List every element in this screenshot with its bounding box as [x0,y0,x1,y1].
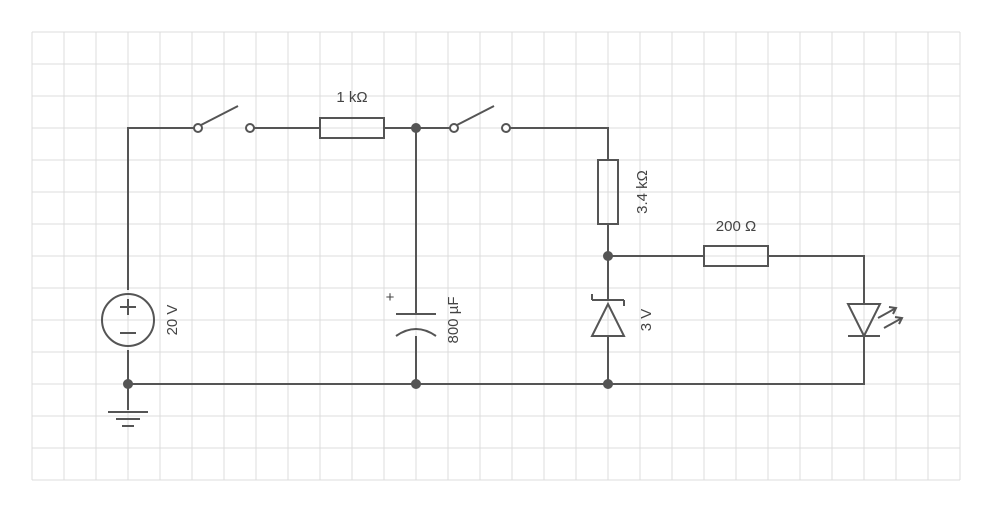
junction-node [603,379,613,389]
resistor-r1: 1 kΩ [319,89,385,139]
resistor-r3: 200 Ω [703,218,769,267]
resistor-r3-label: 200 Ω [716,218,756,235]
capacitor-plate-curved [395,328,437,337]
wire-switch2-to-r2 [509,127,609,160]
junction-node [411,123,421,133]
capacitor-plus-sign: + [386,289,395,306]
wires [127,127,865,410]
zener-label: 3 V [638,309,655,332]
junctions [123,123,613,389]
wire-source-to-switch1 [127,127,195,290]
junction-node [123,379,133,389]
voltage-source-label: 20 V [164,305,181,336]
junction-node [411,379,421,389]
wire-r3-to-led [768,255,865,304]
ground-symbol [108,411,148,427]
switch-2 [449,105,511,133]
voltage-source-circle [101,293,155,347]
led-arrow-2 [883,317,903,329]
switch-1-lever [200,105,239,126]
led [846,303,904,339]
wire-ground-bus [128,336,865,385]
resistor-r2: 3.4 kΩ [597,159,651,225]
resistor-r2-label: 3.4 kΩ [634,170,651,214]
zener-diode: 3 V [590,294,655,337]
voltage-source: 20 V [101,293,181,347]
capacitor-label: 800 µF [445,297,462,344]
switch-1 [193,105,255,133]
resistor-r1-label: 1 kΩ [336,89,367,106]
junction-node [603,251,613,261]
switch-2-lever [456,105,495,126]
capacitor: + 800 µF [386,289,462,344]
led-arrow-1 [877,307,897,319]
